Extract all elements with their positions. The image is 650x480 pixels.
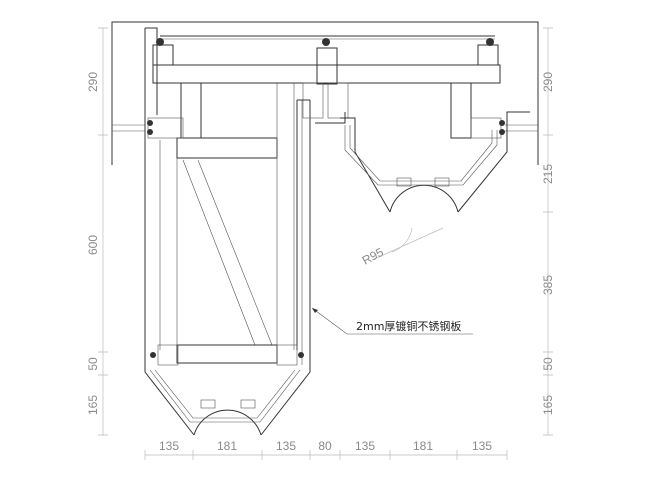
dim-bottom-2: 181 [217, 439, 237, 453]
dim-bottom-3: 135 [276, 439, 296, 453]
left-column [144, 27, 311, 436]
dim-bottom-5: 135 [355, 439, 375, 453]
dim-right-165: 165 [541, 395, 555, 415]
dim-left-165: 165 [86, 395, 100, 415]
dimension-lines [98, 27, 553, 460]
dim-bottom-6: 181 [413, 439, 433, 453]
dim-bottom-7: 135 [472, 439, 492, 453]
dim-bottom-1: 135 [159, 439, 179, 453]
dim-bottom-4: 80 [318, 439, 332, 453]
dim-left-290: 290 [86, 72, 100, 92]
right-dimensions: 290 215 385 50 165 [541, 72, 555, 415]
callout-text: 2mm厚镀铜不锈钢板 [356, 319, 461, 333]
dim-right-290: 290 [541, 72, 555, 92]
left-dimensions: 290 600 50 165 [86, 72, 100, 415]
bottom-dimensions: 135 181 135 80 135 181 135 [159, 439, 492, 453]
dim-right-385: 385 [541, 275, 555, 295]
dim-left-600: 600 [86, 235, 100, 255]
dim-right-50: 50 [541, 357, 555, 371]
material-callout: 2mm厚镀铜不锈钢板 [311, 307, 473, 335]
radius-label: R95 [360, 245, 386, 268]
dim-left-50: 50 [86, 357, 100, 371]
right-pod [302, 82, 530, 261]
top-beam [152, 35, 501, 85]
wall-outline [111, 21, 539, 165]
dim-right-215: 215 [541, 164, 555, 184]
